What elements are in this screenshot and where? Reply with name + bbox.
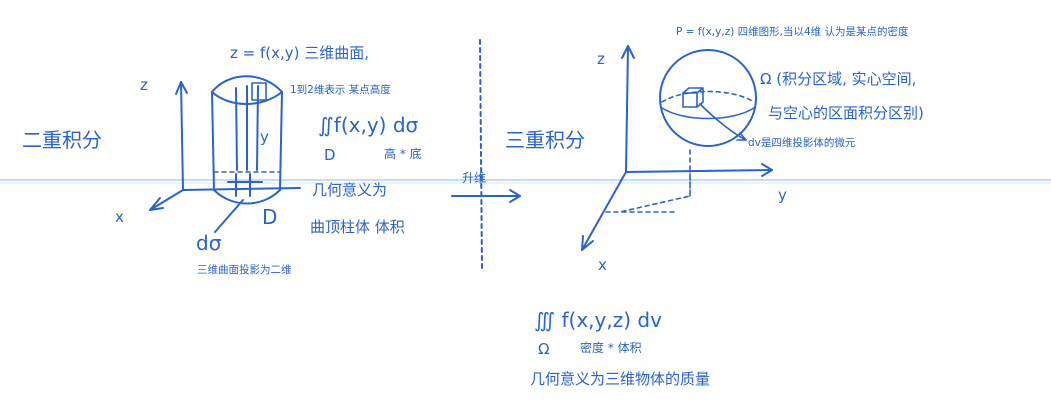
left-projection-note: 三维曲面投影为二维 (197, 263, 292, 276)
right-x-axis-arrowhead (581, 235, 594, 251)
dv-pointer-arrowhead (736, 132, 747, 141)
left-y-axis (182, 187, 301, 191)
omega-line2: 与空心的区面积分区别) (768, 104, 924, 122)
left-axis-y-label: y (260, 128, 269, 146)
left-surface-equation: z = f(x,y) 三维曲面, (230, 44, 369, 62)
right-axis-y-label: y (778, 186, 787, 204)
dsigma-pointer (214, 199, 244, 233)
left-x-axis-arrowhead (149, 197, 164, 211)
projection-guides (619, 149, 691, 213)
dv-pointer (699, 103, 747, 141)
left-surface-note: 1到2维表示 某点高度 (290, 83, 391, 96)
left-axis-x-label: x (115, 208, 124, 226)
dimension-up-arrowhead (509, 189, 521, 203)
dimension-up-label: 升维 (462, 171, 486, 185)
right-density-note: P = f(x,y,z) 四维图形,当以4维 认为是某点的密度 (676, 25, 909, 38)
right-heading: 三重积分 (505, 128, 585, 152)
right-x-axis (581, 171, 627, 251)
right-axis-z-label: z (597, 50, 605, 68)
left-x-axis (149, 189, 184, 211)
left-geometry-line1: 几何意义为 (312, 181, 387, 199)
bottom-integral-meaning: 密度 * 体积 (580, 340, 642, 355)
left-axis-z-label: z (140, 76, 148, 94)
bottom-geometry: 几何意义为三维物体的质量 (530, 370, 710, 388)
left-domain-label: D (262, 205, 277, 229)
right-axis-x-label: x (598, 256, 607, 274)
left-geometry-line2: 曲顶柱体 体积 (310, 218, 405, 236)
left-z-axis-arrowhead (175, 81, 188, 95)
omega-solid-region (659, 49, 757, 147)
right-z-axis-arrowhead (621, 45, 635, 59)
left-z-axis (180, 81, 184, 191)
left-integral-domain: D (324, 146, 336, 164)
dv-note: dv是四维投影体的微元 (748, 136, 856, 149)
right-y-axis-arrowhead (761, 163, 773, 177)
left-heading: 二重积分 (22, 128, 102, 152)
right-y-axis (625, 169, 773, 173)
curved-top-cylinder (211, 75, 283, 205)
left-integral: ∬f(x,y) dσ (318, 113, 419, 137)
omega-line1: Ω (积分区域, 实心空间, (760, 70, 916, 88)
bottom-integral: ∭ f(x,y,z) dv (534, 308, 662, 332)
right-z-axis (625, 45, 629, 173)
left-dsigma-label: dσ (196, 231, 222, 255)
left-integral-meaning: 高 * 底 (384, 146, 422, 161)
bottom-integral-domain: Ω (538, 340, 549, 358)
section-divider (479, 39, 483, 271)
